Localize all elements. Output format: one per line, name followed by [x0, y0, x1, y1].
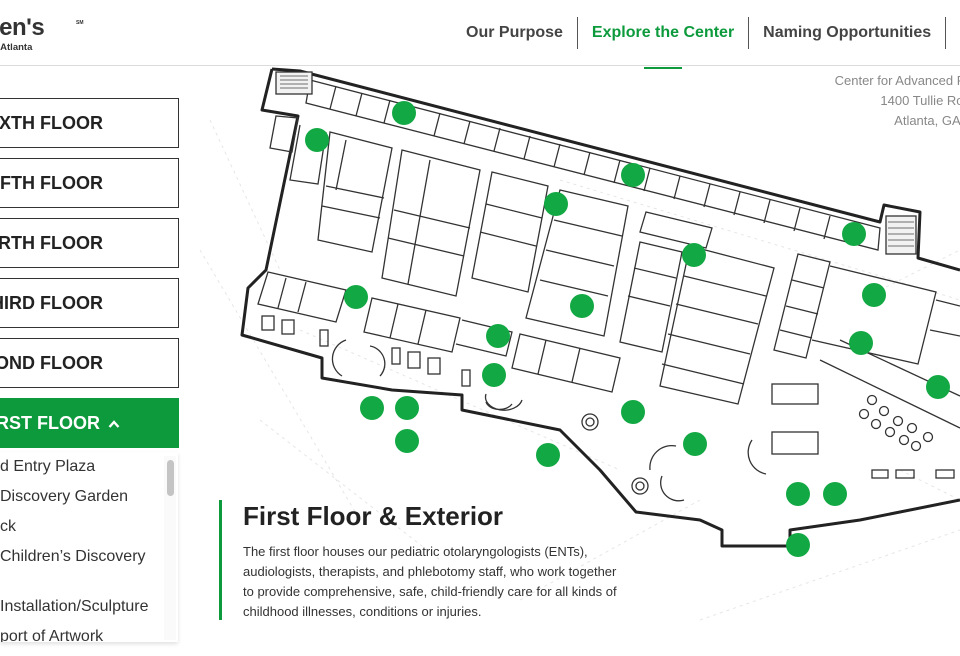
floor-button-label: COND FLOOR	[0, 353, 103, 373]
floor-button-label-wrap: RST FLOOR	[0, 399, 120, 447]
floor-button-sixth[interactable]: XTH FLOOR	[0, 98, 179, 148]
map-marker[interactable]	[482, 363, 506, 387]
location-item[interactable]: d Entry Plaza	[0, 458, 96, 475]
map-marker[interactable]	[395, 396, 419, 420]
map-marker[interactable]	[360, 396, 384, 420]
logo-wordmark: ldren's	[0, 14, 45, 41]
logo-subtitle: are of Atlanta	[0, 42, 33, 53]
nav-naming-opportunities[interactable]: Naming Opportunities	[748, 17, 945, 49]
location-item[interactable]: Installation/Sculpture	[0, 598, 149, 615]
floor-map: Center for Advanced Pedia 1400 Tullie Ro…	[0, 67, 960, 656]
scrollbar-thumb[interactable]	[167, 460, 174, 496]
floor-button-label: XTH FLOOR	[0, 113, 103, 133]
map-marker[interactable]	[344, 285, 368, 309]
floor-button-fifth[interactable]: FTH FLOOR	[0, 158, 179, 208]
location-item[interactable]: Children’s Discovery	[0, 548, 146, 565]
map-marker[interactable]	[392, 101, 416, 125]
map-marker[interactable]	[862, 283, 886, 307]
first-floor-plan	[199, 67, 960, 621]
map-marker[interactable]	[395, 429, 419, 453]
nav-explore-the-center[interactable]: Explore the Center	[576, 17, 748, 49]
floor-button-label: URTH FLOOR	[0, 233, 103, 253]
map-marker[interactable]	[786, 533, 810, 557]
childrens-logo[interactable]: ldren's SM are of Atlanta	[0, 14, 100, 54]
floor-button-second[interactable]: COND FLOOR	[0, 338, 179, 388]
floor-button-label: HIRD FLOOR	[0, 293, 103, 313]
main-nav: Our Purpose Explore the Center Naming Op…	[452, 0, 960, 66]
map-marker[interactable]	[842, 222, 866, 246]
map-marker[interactable]	[570, 294, 594, 318]
nav-next-item[interactable]	[945, 17, 960, 49]
map-marker[interactable]	[823, 482, 847, 506]
logo-service-mark: SM	[76, 20, 84, 26]
first-floor-locations: d Entry Plaza Discovery Garden ck Childr…	[0, 452, 178, 642]
map-marker[interactable]	[621, 163, 645, 187]
map-marker[interactable]	[486, 324, 510, 348]
floor-button-third[interactable]: HIRD FLOOR	[0, 278, 179, 328]
location-item[interactable]: ck	[0, 518, 16, 535]
floor-description-text: The first floor houses our pediatric oto…	[243, 544, 617, 619]
map-marker[interactable]	[849, 331, 873, 355]
address-line-1: Center for Advanced Pedia	[834, 73, 960, 88]
address-line-3: Atlanta, GA 30	[894, 113, 960, 128]
map-marker[interactable]	[682, 243, 706, 267]
map-marker[interactable]	[786, 482, 810, 506]
floor-description: First Floor & Exterior The first floor h…	[219, 500, 629, 620]
chevron-up-icon	[108, 420, 120, 428]
map-marker[interactable]	[305, 128, 329, 152]
map-marker[interactable]	[926, 375, 950, 399]
map-marker[interactable]	[621, 400, 645, 424]
map-marker[interactable]	[536, 443, 560, 467]
location-item[interactable]: port of Artwork	[0, 628, 104, 642]
floor-button-fourth[interactable]: URTH FLOOR	[0, 218, 179, 268]
center-address: Center for Advanced Pedia 1400 Tullie Ro…	[835, 71, 960, 131]
location-item[interactable]: Discovery Garden	[0, 488, 129, 505]
nav-our-purpose[interactable]: Our Purpose	[466, 24, 563, 41]
floor-title: First Floor & Exterior	[243, 501, 504, 531]
map-marker[interactable]	[544, 192, 568, 216]
floor-button-first[interactable]: RST FLOOR	[0, 398, 179, 448]
floor-button-label: FTH FLOOR	[0, 173, 103, 193]
floor-button-label: RST FLOOR	[0, 413, 100, 433]
address-line-2: 1400 Tullie Road	[880, 93, 960, 108]
map-marker[interactable]	[683, 432, 707, 456]
scrollbar-track[interactable]	[164, 456, 176, 640]
site-header: ldren's SM are of Atlanta Our Purpose Ex…	[0, 0, 960, 66]
